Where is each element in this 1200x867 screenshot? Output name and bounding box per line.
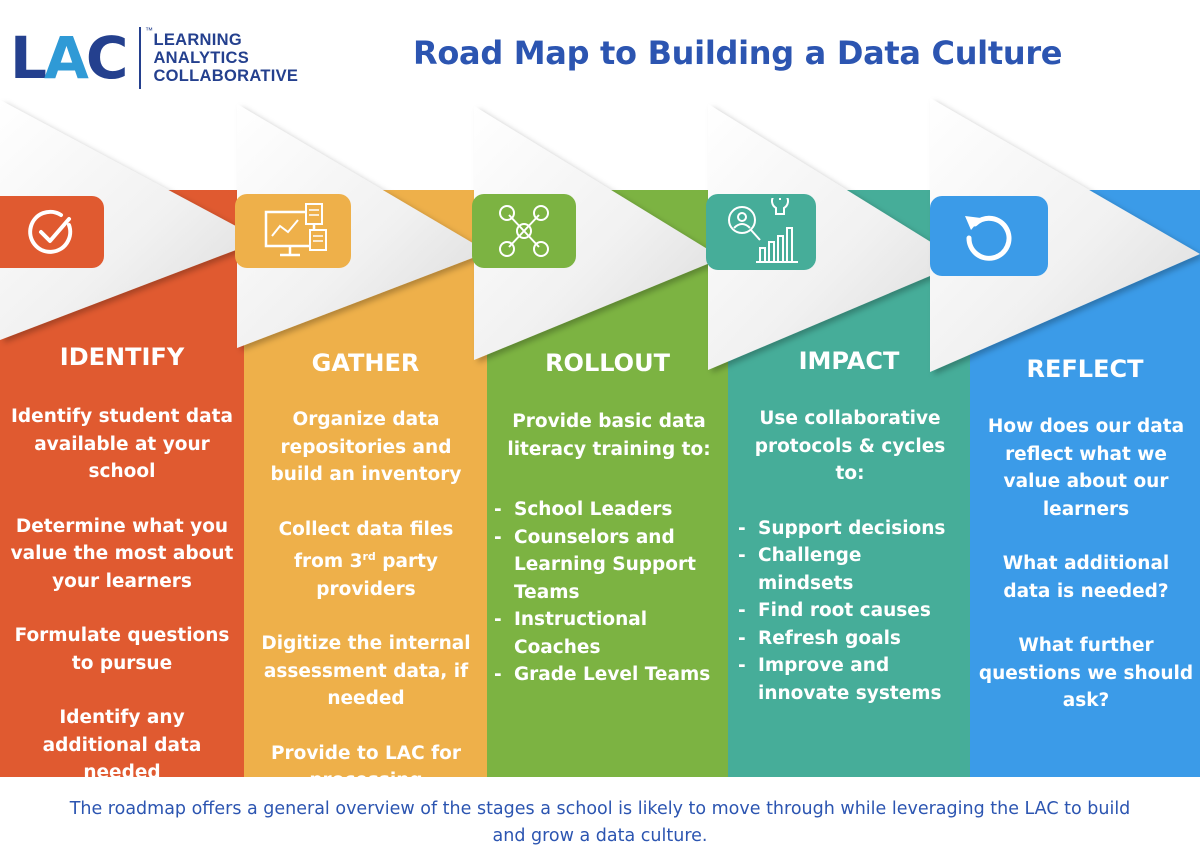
chevron-rollout (474, 106, 722, 360)
stage-column-identify (0, 190, 244, 777)
stage-title-impact: IMPACT (798, 347, 900, 375)
stage-intro: Provide basic data literacy training to: (507, 411, 711, 460)
stage-bullet-list: School Leaders Counselors and Learning S… (494, 496, 724, 689)
icon-box-identify (0, 196, 104, 268)
stage-column-gather (244, 190, 487, 777)
list-item: Instructional Coaches (494, 606, 724, 661)
stage-body-rollout: Provide basic data literacy training to:… (494, 408, 724, 689)
stage-text: Identify any additional data needed (42, 707, 202, 783)
stage-bullet-list: Support decisions Challenge mindsets Fin… (738, 515, 962, 708)
icon-box-rollout (472, 194, 576, 268)
chevron-gather (237, 104, 488, 348)
stage-text: What additional data is needed? (1002, 553, 1170, 602)
logo-trademark: ™ (145, 26, 153, 35)
computer-documents-icon (264, 203, 327, 257)
stage-title-reflect: REFLECT (1026, 355, 1144, 383)
logo-mark: LAC (10, 24, 128, 92)
icon-box-gather (235, 194, 351, 268)
stage-text: Provide to LAC for processing (270, 742, 462, 792)
page-title: Road Map to Building a Data Culture (413, 34, 1063, 72)
icon-box-impact (706, 194, 816, 270)
logo-wordmark: LEARNING ANALYTICS COLLABORATIVE (153, 31, 299, 85)
chevron-identify (0, 100, 262, 340)
logo-divider (139, 27, 142, 89)
stage-text: Digitize the internal assessment data, i… (261, 633, 471, 710)
stage-title-identify: IDENTIFY (59, 343, 185, 371)
stage-title-gather: GATHER (311, 349, 420, 377)
stage-body-reflect: How does our data reflect what we value … (978, 413, 1194, 742)
stage-body-gather: Organize data repositories and build an … (256, 406, 476, 822)
analytics-insight-icon (728, 198, 798, 263)
list-item: Challenge mindsets (738, 542, 962, 597)
stage-column-reflect (970, 190, 1200, 777)
stage-text: Organize data repositories and build an … (270, 409, 462, 485)
stage-text: What further questions we should ask? (978, 635, 1194, 711)
list-item: School Leaders (494, 496, 724, 524)
list-item: Improve and innovate systems (738, 652, 962, 707)
stage-text: Determine what you value the most about … (10, 515, 234, 592)
list-item: Refresh goals (738, 625, 962, 653)
stage-body-identify: Identify student data available at your … (8, 403, 236, 814)
list-item: Counselors and Learning Support Teams (494, 524, 724, 607)
icon-box-reflect (930, 196, 1048, 276)
list-item: Grade Level Teams (494, 661, 724, 689)
stage-text: Collect data files from 3rd party provid… (278, 518, 454, 600)
stage-body-impact: Use collaborative protocols & cycles to:… (738, 405, 962, 707)
network-people-icon (499, 205, 549, 257)
lac-logo: LAC ™ LEARNING ANALYTICS COLLABORATIVE (10, 20, 298, 96)
footer-caption: The roadmap offers a general overview of… (69, 799, 1131, 846)
list-item: Find root causes (738, 597, 962, 625)
stage-text: How does our data reflect what we value … (987, 416, 1185, 520)
stage-text: Formulate questions to pursue (14, 625, 230, 674)
checkmark-circle-icon (28, 209, 73, 254)
list-item: Support decisions (738, 515, 962, 543)
stage-text: Identify student data available at your … (11, 406, 233, 482)
refresh-arrow-icon (965, 215, 1012, 261)
chevron-reflect (930, 98, 1200, 372)
stage-title-rollout: ROLLOUT (545, 349, 670, 377)
stage-intro: Use collaborative protocols & cycles to: (754, 408, 946, 484)
chevron-impact (708, 104, 963, 370)
